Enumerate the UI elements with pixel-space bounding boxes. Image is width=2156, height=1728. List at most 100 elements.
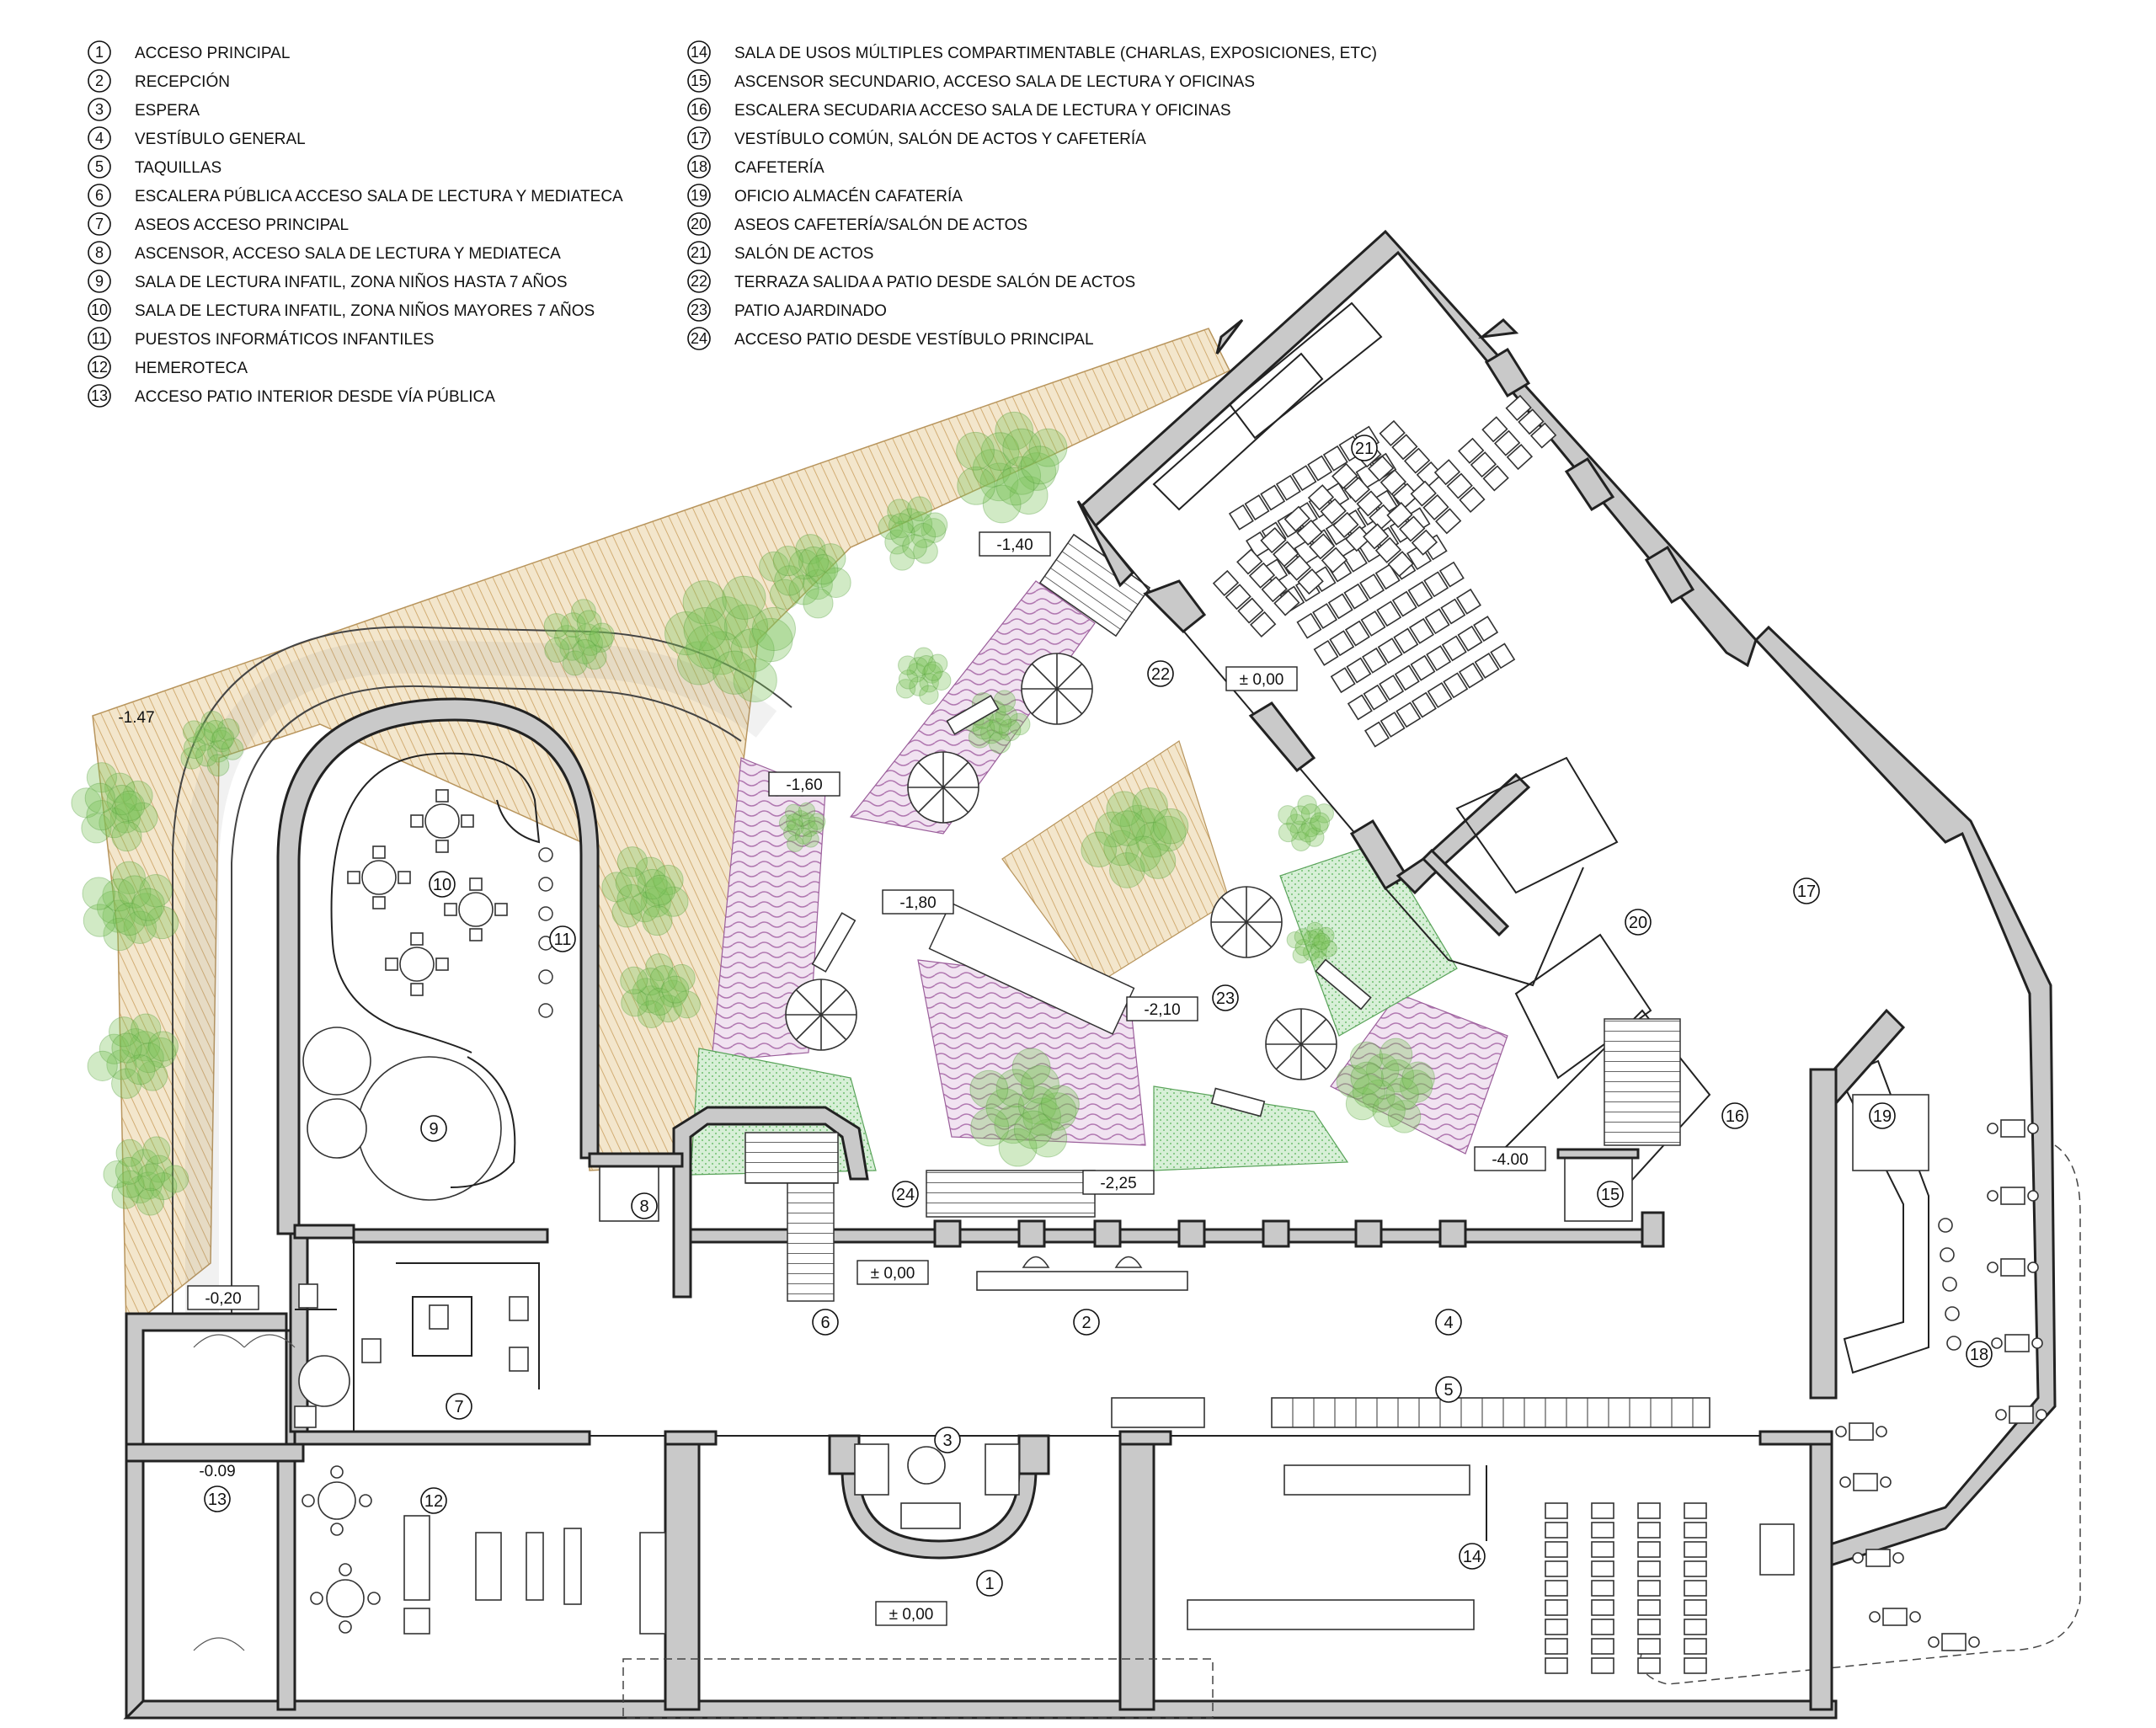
round-table-set [410,789,474,853]
vegetation-clump [1336,1037,1435,1133]
legend-number-badge [687,126,711,150]
multipurpose-chair [1684,1657,1707,1674]
auditorium-seat [1342,546,1368,573]
auditorium-seat [1343,583,1369,610]
room-marker-9: 9 [420,1115,447,1142]
multipurpose-chair [1591,1657,1614,1674]
legend-number: 24 [691,330,707,347]
level-tag-box [857,1260,929,1285]
auditorium-seat [1393,627,1419,654]
bar-stool [1940,1247,1955,1262]
auditorium-seat [1284,554,1312,581]
auditorium-seat [1374,563,1401,590]
level-tag-box [875,1601,947,1626]
auditorium-seat [1360,610,1386,637]
auditorium-seat [1343,477,1371,504]
room-marker-number: 12 [424,1492,443,1511]
multipurpose-chair [1637,1522,1661,1539]
cafe-table-set [1852,1549,1904,1567]
auditorium-seat [1307,455,1333,482]
level-tag-box [882,889,954,915]
legend-label: SALA DE LECTURA INFATIL, ZONA NIÑOS HAST… [135,273,568,291]
room-marker-10: 10 [429,871,456,898]
legend-number: 5 [95,158,104,175]
legend-number-badge [687,155,711,179]
room-marker-badge [1869,1102,1896,1129]
room-marker-badge [204,1485,231,1512]
legend-number: 2 [95,72,104,89]
multipurpose-chair [1684,1599,1707,1616]
auditorium-seat [1363,523,1390,550]
legend-number: 10 [91,301,108,318]
room-marker-number: 24 [896,1186,915,1204]
vegetation-clump [543,599,615,676]
auditorium-seat [1458,437,1485,464]
legend-number-badge [88,184,111,207]
auditorium-seat [1529,422,1557,449]
legend-number-badge [88,241,111,264]
auditorium-seat [1481,416,1508,443]
auditorium-seat [1433,459,1461,486]
room-marker-13: 13 [204,1485,231,1512]
level-tag-text: ± 0,00 [889,1606,934,1624]
vegetation-clump [71,762,158,852]
legend-label: SALÓN DE ACTOS [734,244,873,263]
ticket-lockers [1292,1398,1694,1427]
room-marker-6: 6 [812,1309,839,1336]
legend-label: SALA DE USOS MÚLTIPLES COMPARTIMENTABLE … [734,44,1377,62]
auditorium-seat [1356,490,1383,517]
auditorium-seat [1505,394,1532,421]
room-marker-number: 13 [208,1491,227,1509]
bar-stool [1946,1336,1961,1351]
legend-number-badge [687,69,711,93]
multipurpose-chair [1684,1522,1707,1539]
level-tag-lvl-zero-terrace: ± 0,00 [1225,666,1298,691]
level-tag-text: -4.00 [1492,1151,1528,1169]
auditorium-seat [1386,502,1413,529]
legend-number: 11 [92,330,108,347]
room-marker-number: 23 [1216,989,1235,1008]
room-marker-badge [631,1192,658,1219]
level-tag-box [979,531,1051,557]
auditorium-seat [1494,429,1521,456]
auditorium-seat [1368,455,1395,482]
auditorium-seat [1309,533,1336,560]
legend-label: ASCENSOR, ACCESO SALA DE LECTURA Y MEDIA… [135,245,561,263]
hemeroteca-tables [302,1465,381,1634]
auditorium-seat [1458,662,1484,689]
legend-label: RECEPCIÓN [135,72,230,91]
level-tag-lvl-1-60: -1,60 [768,771,841,797]
auditorium-seat [1237,597,1264,624]
auditorium-seat [1320,498,1347,525]
room-marker-badge [1435,1309,1462,1336]
room-marker-5: 5 [1435,1376,1462,1403]
legend-number: 3 [95,101,104,118]
auditorium-seat [1244,494,1270,521]
patio-benches [811,695,1372,1117]
legend-number: 22 [691,273,707,290]
auditorium-seat [1374,536,1402,563]
auditorium-seat [1212,569,1240,596]
room-marker-number: 20 [1629,914,1647,932]
room-marker-24: 24 [892,1181,919,1208]
legend-label: VESTÍBULO COMÚN, SALÓN DE ACTOS Y CAFETE… [734,130,1146,148]
level-tag-lvl-0-20: -0,20 [187,1285,259,1310]
legend-number-badge [88,269,111,293]
auditorium-seat [1506,443,1534,471]
level-tag-text: -0,20 [205,1290,241,1308]
auditorium-seat [1273,589,1300,616]
auditorium-seat [1380,711,1406,738]
room-marker-badge [1625,909,1652,936]
room-marker-16: 16 [1721,1102,1748,1129]
room-marker-badge [1435,1376,1462,1403]
room-marker-badge [420,1487,447,1514]
level-markers: -1,40-1.47-1,60-1,80-2,10-2,25-4.00-0,20… [118,531,1546,1626]
legend-label: HEMEROTECA [135,360,248,377]
room-marker-badge [1793,877,1820,904]
